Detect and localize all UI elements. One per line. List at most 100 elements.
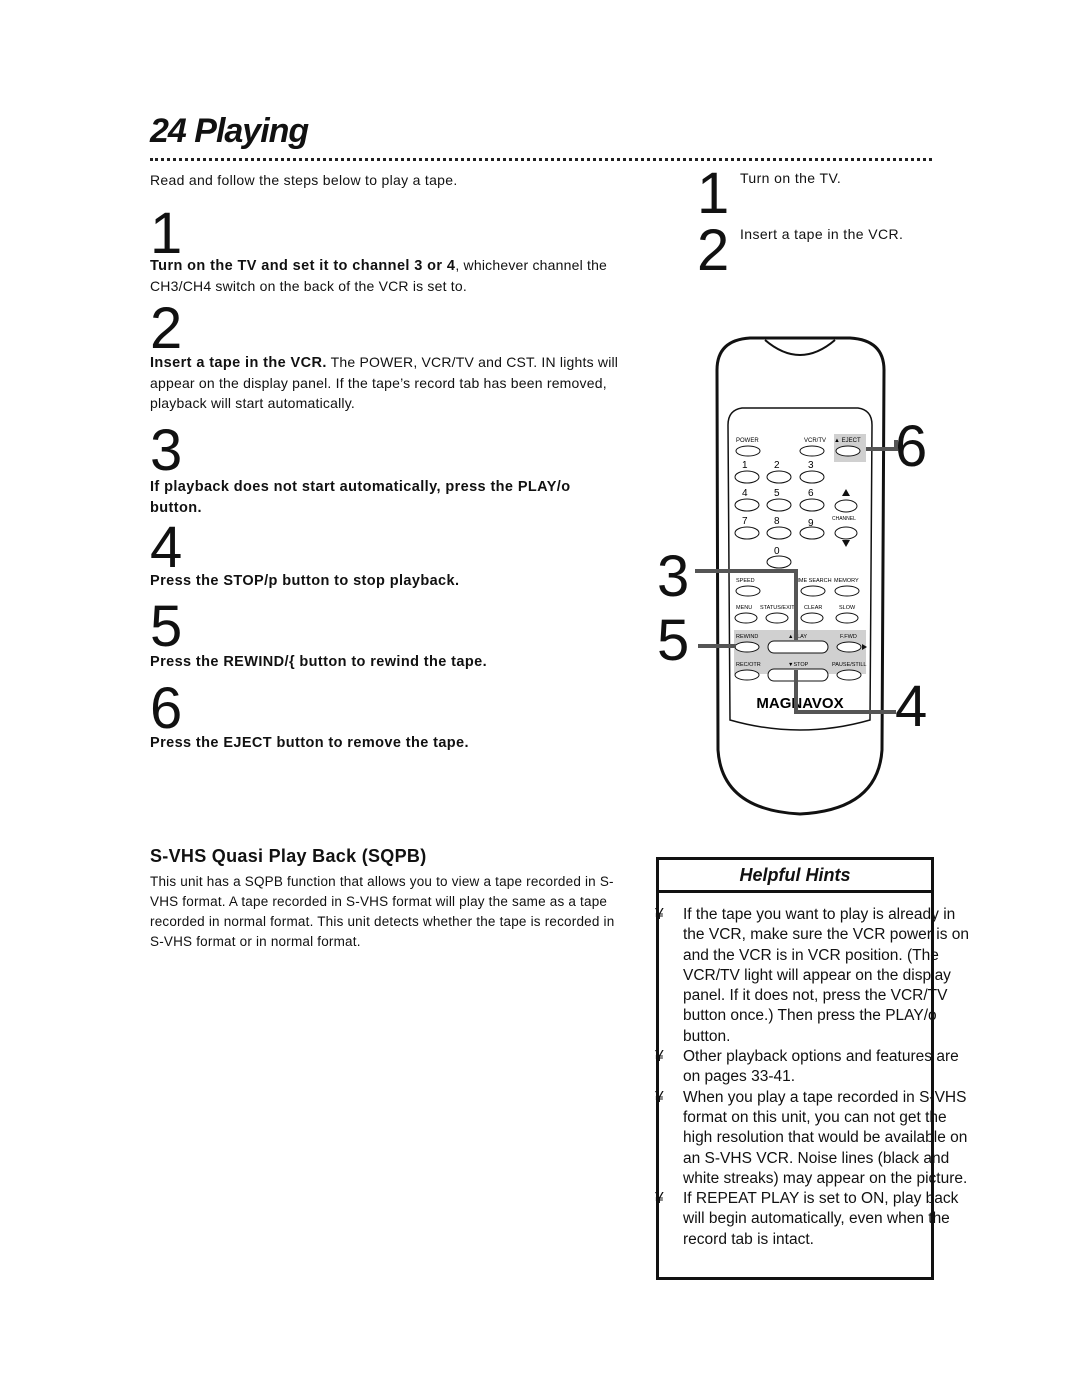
hint-item: ¥ If REPEAT PLAY is set to ON, play back… xyxy=(655,1189,975,1250)
power-button xyxy=(735,445,761,457)
label-ffwd: F.FWD xyxy=(840,634,857,640)
step-3-number: 3 xyxy=(150,418,183,483)
label-menu: MENU xyxy=(736,605,752,611)
button-7 xyxy=(734,526,760,540)
remote-svg: POWER VCR/TV ▲ EJECT 1 2 3 4 5 6 7 8 9 C… xyxy=(695,336,898,816)
quick-step-1-text: Turn on the TV. xyxy=(740,170,842,186)
eject-button xyxy=(835,445,861,457)
step-2-number: 2 xyxy=(150,296,183,361)
channel-down-button xyxy=(834,526,858,540)
step-1-bold: Turn on the TV and set it to channel 3 o… xyxy=(150,258,456,274)
step-1-number: 1 xyxy=(150,201,183,266)
step-5-bold: Press the REWIND/{ button to rewind the … xyxy=(150,654,488,670)
step-2-text: Insert a tape in the VCR. The POWER, VCR… xyxy=(150,352,630,413)
speed-button xyxy=(735,585,761,597)
dotted-divider xyxy=(150,158,932,161)
step-5-number: 5 xyxy=(150,594,183,659)
callout-line-6 xyxy=(866,440,898,451)
rewind-button xyxy=(734,641,760,653)
step-2-rest: The POWER, VCR/TV and CST. IN lights wil… xyxy=(150,354,619,411)
rec-otr-button xyxy=(734,669,760,681)
label-6: 6 xyxy=(808,488,814,499)
time-search-button xyxy=(800,585,826,597)
pause-still-button xyxy=(836,669,862,681)
label-9: 9 xyxy=(808,518,814,529)
hint-bullet: ¥ xyxy=(655,1088,664,1106)
label-0: 0 xyxy=(774,546,780,557)
step-1-rest: , whichever channel the CH3/CH4 switch o… xyxy=(150,257,608,294)
callout-line-3 xyxy=(695,569,798,640)
step-5-text: Press the REWIND/{ button to rewind the … xyxy=(150,651,630,672)
page-title: 24 Playing xyxy=(150,112,309,150)
remote-illustration: POWER VCR/TV ▲ EJECT 1 2 3 4 5 6 7 8 9 C… xyxy=(650,330,940,830)
status-exit-button xyxy=(765,612,789,624)
ffwd-arrow-icon xyxy=(862,644,867,650)
channel-down-icon xyxy=(842,540,850,547)
quick-step-2-number: 2 xyxy=(697,218,730,283)
slow-button xyxy=(835,612,859,624)
label-rewind: REWIND xyxy=(736,634,758,640)
label-3: 3 xyxy=(808,460,814,471)
button-1 xyxy=(734,470,760,484)
vcrtv-button xyxy=(799,445,825,457)
sqpb-body: This unit has a SQPB function that allow… xyxy=(150,874,615,949)
hint-bullet: ¥ xyxy=(655,1190,664,1208)
label-time-search: TIME SEARCH xyxy=(794,578,832,584)
button-2 xyxy=(766,470,792,484)
channel-up-button xyxy=(834,499,858,513)
label-slow: SLOW xyxy=(839,605,856,611)
channel-up-icon xyxy=(842,489,850,496)
label-8: 8 xyxy=(774,516,780,527)
quick-step-1-number: 1 xyxy=(697,161,730,226)
button-8 xyxy=(766,526,792,540)
label-2: 2 xyxy=(774,460,780,471)
step-6-text: Press the EJECT button to remove the tap… xyxy=(150,732,630,753)
hint-bullet: ¥ xyxy=(655,1048,664,1066)
label-4: 4 xyxy=(742,488,748,499)
label-power: POWER xyxy=(736,438,759,444)
sqpb-heading: S-VHS Quasi Play Back (SQPB) xyxy=(150,846,427,866)
hint-text: Other playback options and features are … xyxy=(683,1048,959,1086)
label-memory: MEMORY xyxy=(834,578,859,584)
step-3-bold: If playback does not start automatically… xyxy=(150,479,571,516)
label-5: 5 xyxy=(774,488,780,499)
hint-text: When you play a tape recorded in S-VHS f… xyxy=(683,1088,968,1187)
quick-step-2-text: Insert a tape in the VCR. xyxy=(740,226,904,242)
hints-title: Helpful Hints xyxy=(659,860,931,893)
step-1-text: Turn on the TV and set it to channel 3 o… xyxy=(150,255,630,296)
step-4-bold: Press the STOP/p button to stop playback… xyxy=(150,573,460,589)
button-0 xyxy=(766,555,792,569)
callout-6: 6 xyxy=(895,414,928,479)
callout-3: 3 xyxy=(657,544,690,609)
label-vcrtv: VCR/TV xyxy=(804,438,826,444)
remote-notch xyxy=(764,339,836,356)
label-eject: ▲ EJECT xyxy=(834,438,861,444)
hint-item: ¥ If the tape you want to play is alread… xyxy=(655,905,975,1047)
step-3-text: If playback does not start automatically… xyxy=(150,476,590,518)
label-clear: CLEAR xyxy=(804,605,822,611)
button-5 xyxy=(766,498,792,512)
intro-text: Read and follow the steps below to play … xyxy=(150,172,458,188)
hint-bullet: ¥ xyxy=(655,906,664,923)
button-9 xyxy=(799,526,825,540)
label-7: 7 xyxy=(742,516,748,527)
hint-text: If REPEAT PLAY is set to ON, play back w… xyxy=(683,1190,959,1248)
button-6 xyxy=(799,498,825,512)
label-status-exit: STATUS/EXIT xyxy=(760,605,795,611)
label-channel: CHANNEL xyxy=(832,516,856,522)
callout-5: 5 xyxy=(657,608,690,673)
clear-button xyxy=(800,612,824,624)
helpful-hints-box: Helpful Hints ¥ If the tape you want to … xyxy=(655,857,969,1280)
button-3 xyxy=(799,470,825,484)
step-6-bold: Press the EJECT button to remove the tap… xyxy=(150,735,469,751)
label-stop: ▼STOP xyxy=(788,662,809,668)
hint-text: If the tape you want to play is already … xyxy=(683,906,970,1045)
hint-item: ¥ Other playback options and features ar… xyxy=(655,1047,975,1088)
step-2-bold: Insert a tape in the VCR. xyxy=(150,355,327,371)
button-4 xyxy=(734,498,760,512)
callout-line-4 xyxy=(794,670,896,714)
step-4-text: Press the STOP/p button to stop playback… xyxy=(150,570,630,591)
label-speed: SPEED xyxy=(736,578,755,584)
hint-item: ¥ When you play a tape recorded in S-VHS… xyxy=(655,1088,975,1189)
brand-logo: MAGNAVOX xyxy=(756,695,843,712)
